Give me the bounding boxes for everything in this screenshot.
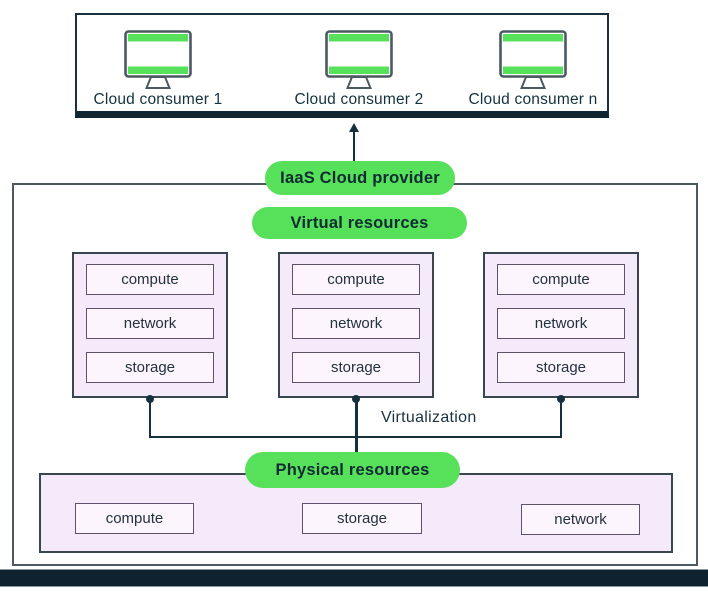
resource-box-compute: compute xyxy=(86,264,214,295)
resource-box-network: network xyxy=(86,308,214,339)
virtual-resources-pill: Virtual resources xyxy=(252,207,467,239)
resource-box-network: network xyxy=(497,308,625,339)
physical-resources-pill: Physical resources xyxy=(245,452,460,488)
resource-box-compute: compute xyxy=(292,264,420,295)
monitor-icon xyxy=(499,30,567,89)
arrow-up-icon xyxy=(349,123,359,132)
resource-box-storage: storage xyxy=(302,503,422,534)
virtual-resource-group: compute network storage xyxy=(278,252,434,398)
virtual-resource-group: compute network storage xyxy=(483,252,639,398)
consumer-label: Cloud consumer 1 xyxy=(93,91,223,108)
cloud-consumers-panel: Cloud consumer 1 Cloud consumer 2 Cloud … xyxy=(75,13,609,118)
consumer-label: Cloud consumer 2 xyxy=(294,91,424,108)
connector-dot xyxy=(146,395,154,403)
bottom-base-bar xyxy=(0,569,708,587)
connector-dot xyxy=(352,395,360,403)
connector-dot xyxy=(557,395,565,403)
monitor-icon xyxy=(124,30,192,89)
virtualization-label: Virtualization xyxy=(381,409,477,426)
resource-box-storage: storage xyxy=(292,352,420,383)
resource-box-storage: storage xyxy=(86,352,214,383)
connector-line xyxy=(354,400,358,453)
resource-box-storage: storage xyxy=(497,352,625,383)
monitor-icon xyxy=(325,30,393,89)
iaas-provider-pill: IaaS Cloud provider xyxy=(265,161,455,195)
resource-box-compute: compute xyxy=(497,264,625,295)
consumer-item: Cloud consumer n xyxy=(451,15,615,109)
consumer-label: Cloud consumer n xyxy=(468,91,598,108)
connector-line xyxy=(560,400,562,438)
connector-line xyxy=(149,400,151,438)
consumer-item: Cloud consumer 2 xyxy=(277,15,441,109)
resource-box-compute: compute xyxy=(75,503,194,534)
resource-box-network: network xyxy=(521,504,640,535)
provider-to-consumer-connector xyxy=(353,129,355,161)
resource-box-network: network xyxy=(292,308,420,339)
consumer-item: Cloud consumer 1 xyxy=(76,15,240,109)
virtual-resource-group: compute network storage xyxy=(72,252,228,398)
